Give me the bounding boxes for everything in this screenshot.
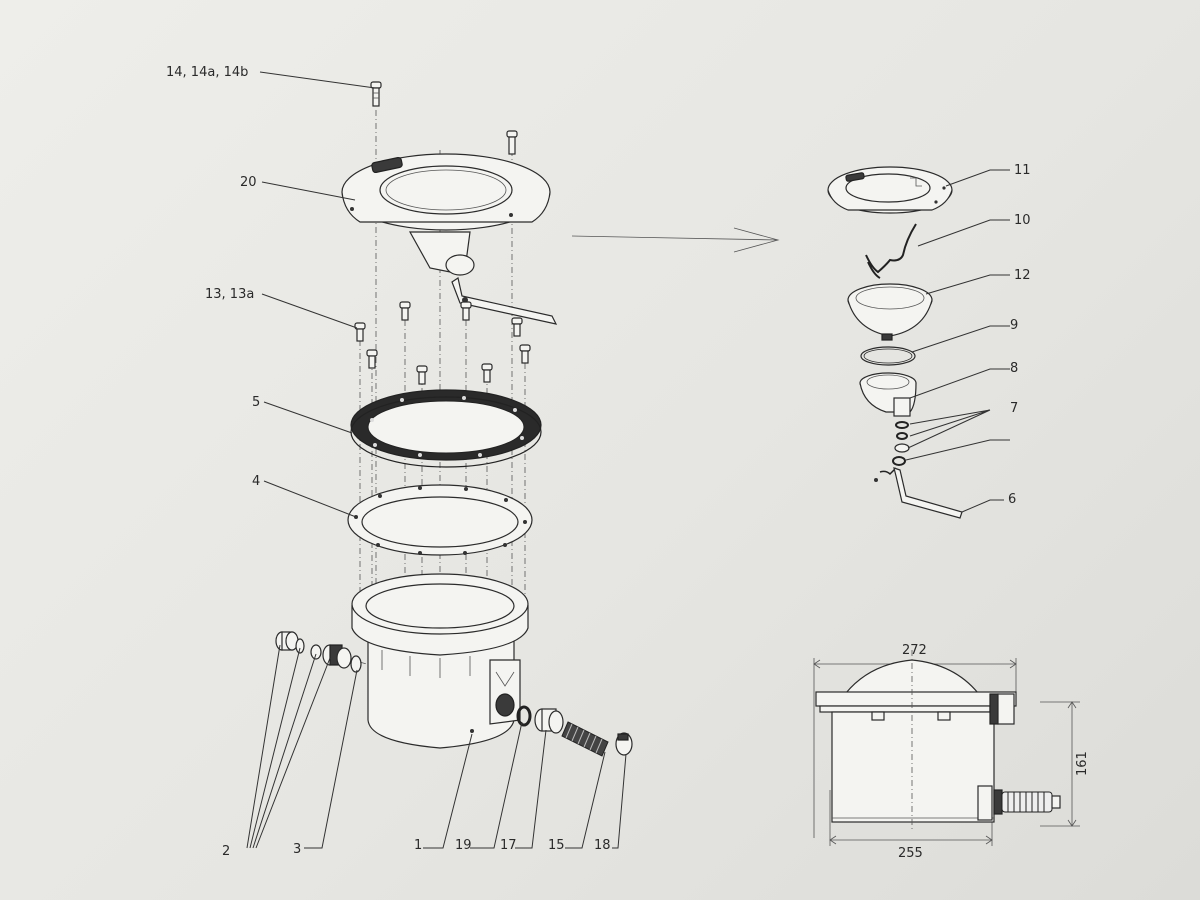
- oring-9: [860, 346, 916, 366]
- label-gland: 3: [293, 842, 301, 857]
- label-washer: 19: [455, 838, 472, 853]
- label-nut: 17: [500, 838, 517, 853]
- label-clamp: 18: [594, 838, 611, 853]
- gland-3: [350, 655, 362, 673]
- cover-11: [827, 166, 953, 214]
- label-cable: 6: [1008, 492, 1016, 507]
- label-body: 1: [414, 838, 422, 853]
- section-view: [813, 650, 1080, 846]
- label-seals: 7: [1010, 401, 1018, 416]
- sleeve-15: [561, 721, 609, 757]
- label-oring: 9: [1010, 318, 1018, 333]
- leaders-left: [246, 71, 627, 849]
- label-screws-top: 14, 14a, 14b: [166, 65, 248, 80]
- label-cover: 11: [1014, 163, 1031, 178]
- label-trim-ring: 20: [240, 175, 257, 190]
- flange-4: [347, 484, 533, 556]
- lamp-holder-8: [859, 372, 917, 417]
- clamp-18: [615, 732, 633, 756]
- body-1: [351, 573, 529, 749]
- screw-right-top: [506, 130, 518, 155]
- washer-19: [516, 705, 532, 727]
- dimension-top-width: 272: [902, 643, 927, 658]
- label-gasket: 5: [252, 395, 260, 410]
- detail-arrow: [571, 227, 780, 253]
- label-spring-clip: 10: [1014, 213, 1031, 228]
- screw-14: [370, 81, 382, 107]
- label-flange: 4: [252, 474, 260, 489]
- label-sleeve: 15: [548, 838, 565, 853]
- cable-6: [874, 467, 963, 519]
- seals-7: [892, 421, 910, 466]
- label-screws-mid: 13, 13a: [205, 287, 254, 302]
- screws-13: [354, 301, 531, 385]
- label-seal-kit: 2: [222, 844, 230, 859]
- seal-kit-2: [275, 631, 352, 669]
- label-lamp: 12: [1014, 268, 1031, 283]
- lamp-12: [847, 283, 933, 341]
- label-lamp-holder: 8: [1010, 361, 1018, 376]
- leaders-right: [905, 169, 1010, 513]
- dimension-bottom-width: 255: [898, 846, 923, 861]
- dimension-height: 161: [1075, 751, 1090, 776]
- nut-17: [534, 708, 564, 734]
- gasket-5: [350, 389, 542, 468]
- spring-clip-10: [865, 223, 917, 279]
- trim-ring-20: [341, 153, 558, 325]
